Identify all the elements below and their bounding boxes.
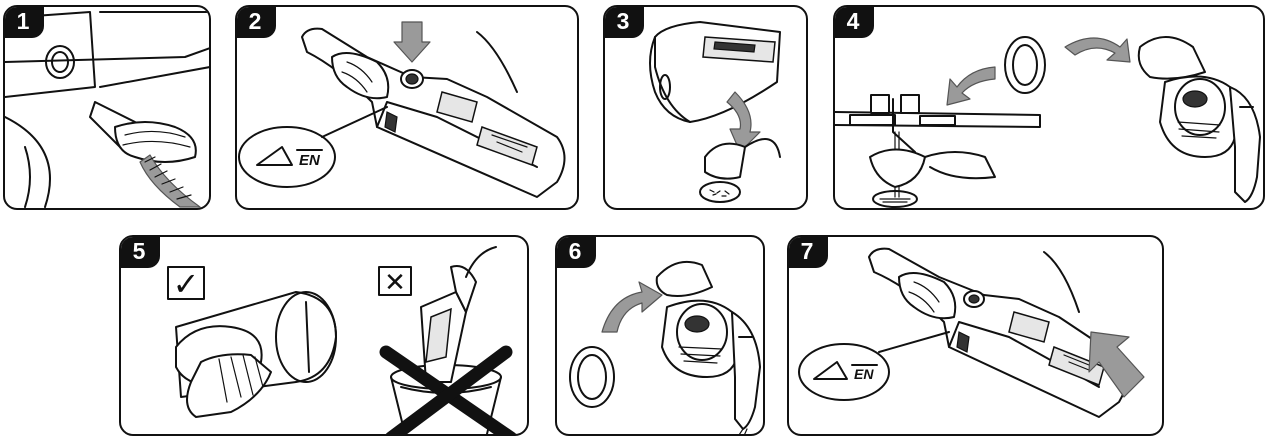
step-7-panel: EN 7	[787, 235, 1164, 436]
step-3-panel: 3	[603, 5, 808, 210]
step-4-badge: 4	[833, 5, 874, 38]
car-outlet-plug-icon	[5, 7, 211, 210]
step-1-badge: 1	[3, 5, 44, 38]
callout-text: EN	[299, 152, 321, 169]
step-number: 2	[249, 8, 262, 35]
step-1-panel: 1	[3, 5, 211, 210]
step-number: 7	[801, 238, 814, 265]
reattach-bowl-icon: EN	[789, 237, 1164, 436]
step-2-panel: EN 2	[235, 5, 579, 210]
step-4-panel: 4	[833, 5, 1265, 210]
step-number: 3	[617, 8, 630, 35]
step-6-panel: 6	[555, 235, 765, 436]
step-5-badge: 5	[119, 235, 160, 268]
wipe-filter-icon: ✓ ✕	[121, 237, 529, 436]
step-number: 4	[847, 8, 860, 35]
step-2-badge: 2	[235, 5, 276, 38]
step-6-badge: 6	[555, 235, 596, 268]
rinse-filter-icon	[835, 7, 1265, 210]
correct-mark: ✓	[173, 265, 200, 303]
step-number: 1	[17, 8, 30, 35]
step-number: 6	[569, 238, 582, 265]
step-5-panel: ✓ ✕ 5	[119, 235, 529, 436]
step-7-badge: 7	[787, 235, 828, 268]
step-number: 5	[133, 238, 146, 265]
callout-text: EN	[854, 366, 874, 382]
step-3-badge: 3	[603, 5, 644, 38]
incorrect-mark: ✕	[384, 268, 406, 298]
release-button-icon: EN	[237, 7, 579, 210]
